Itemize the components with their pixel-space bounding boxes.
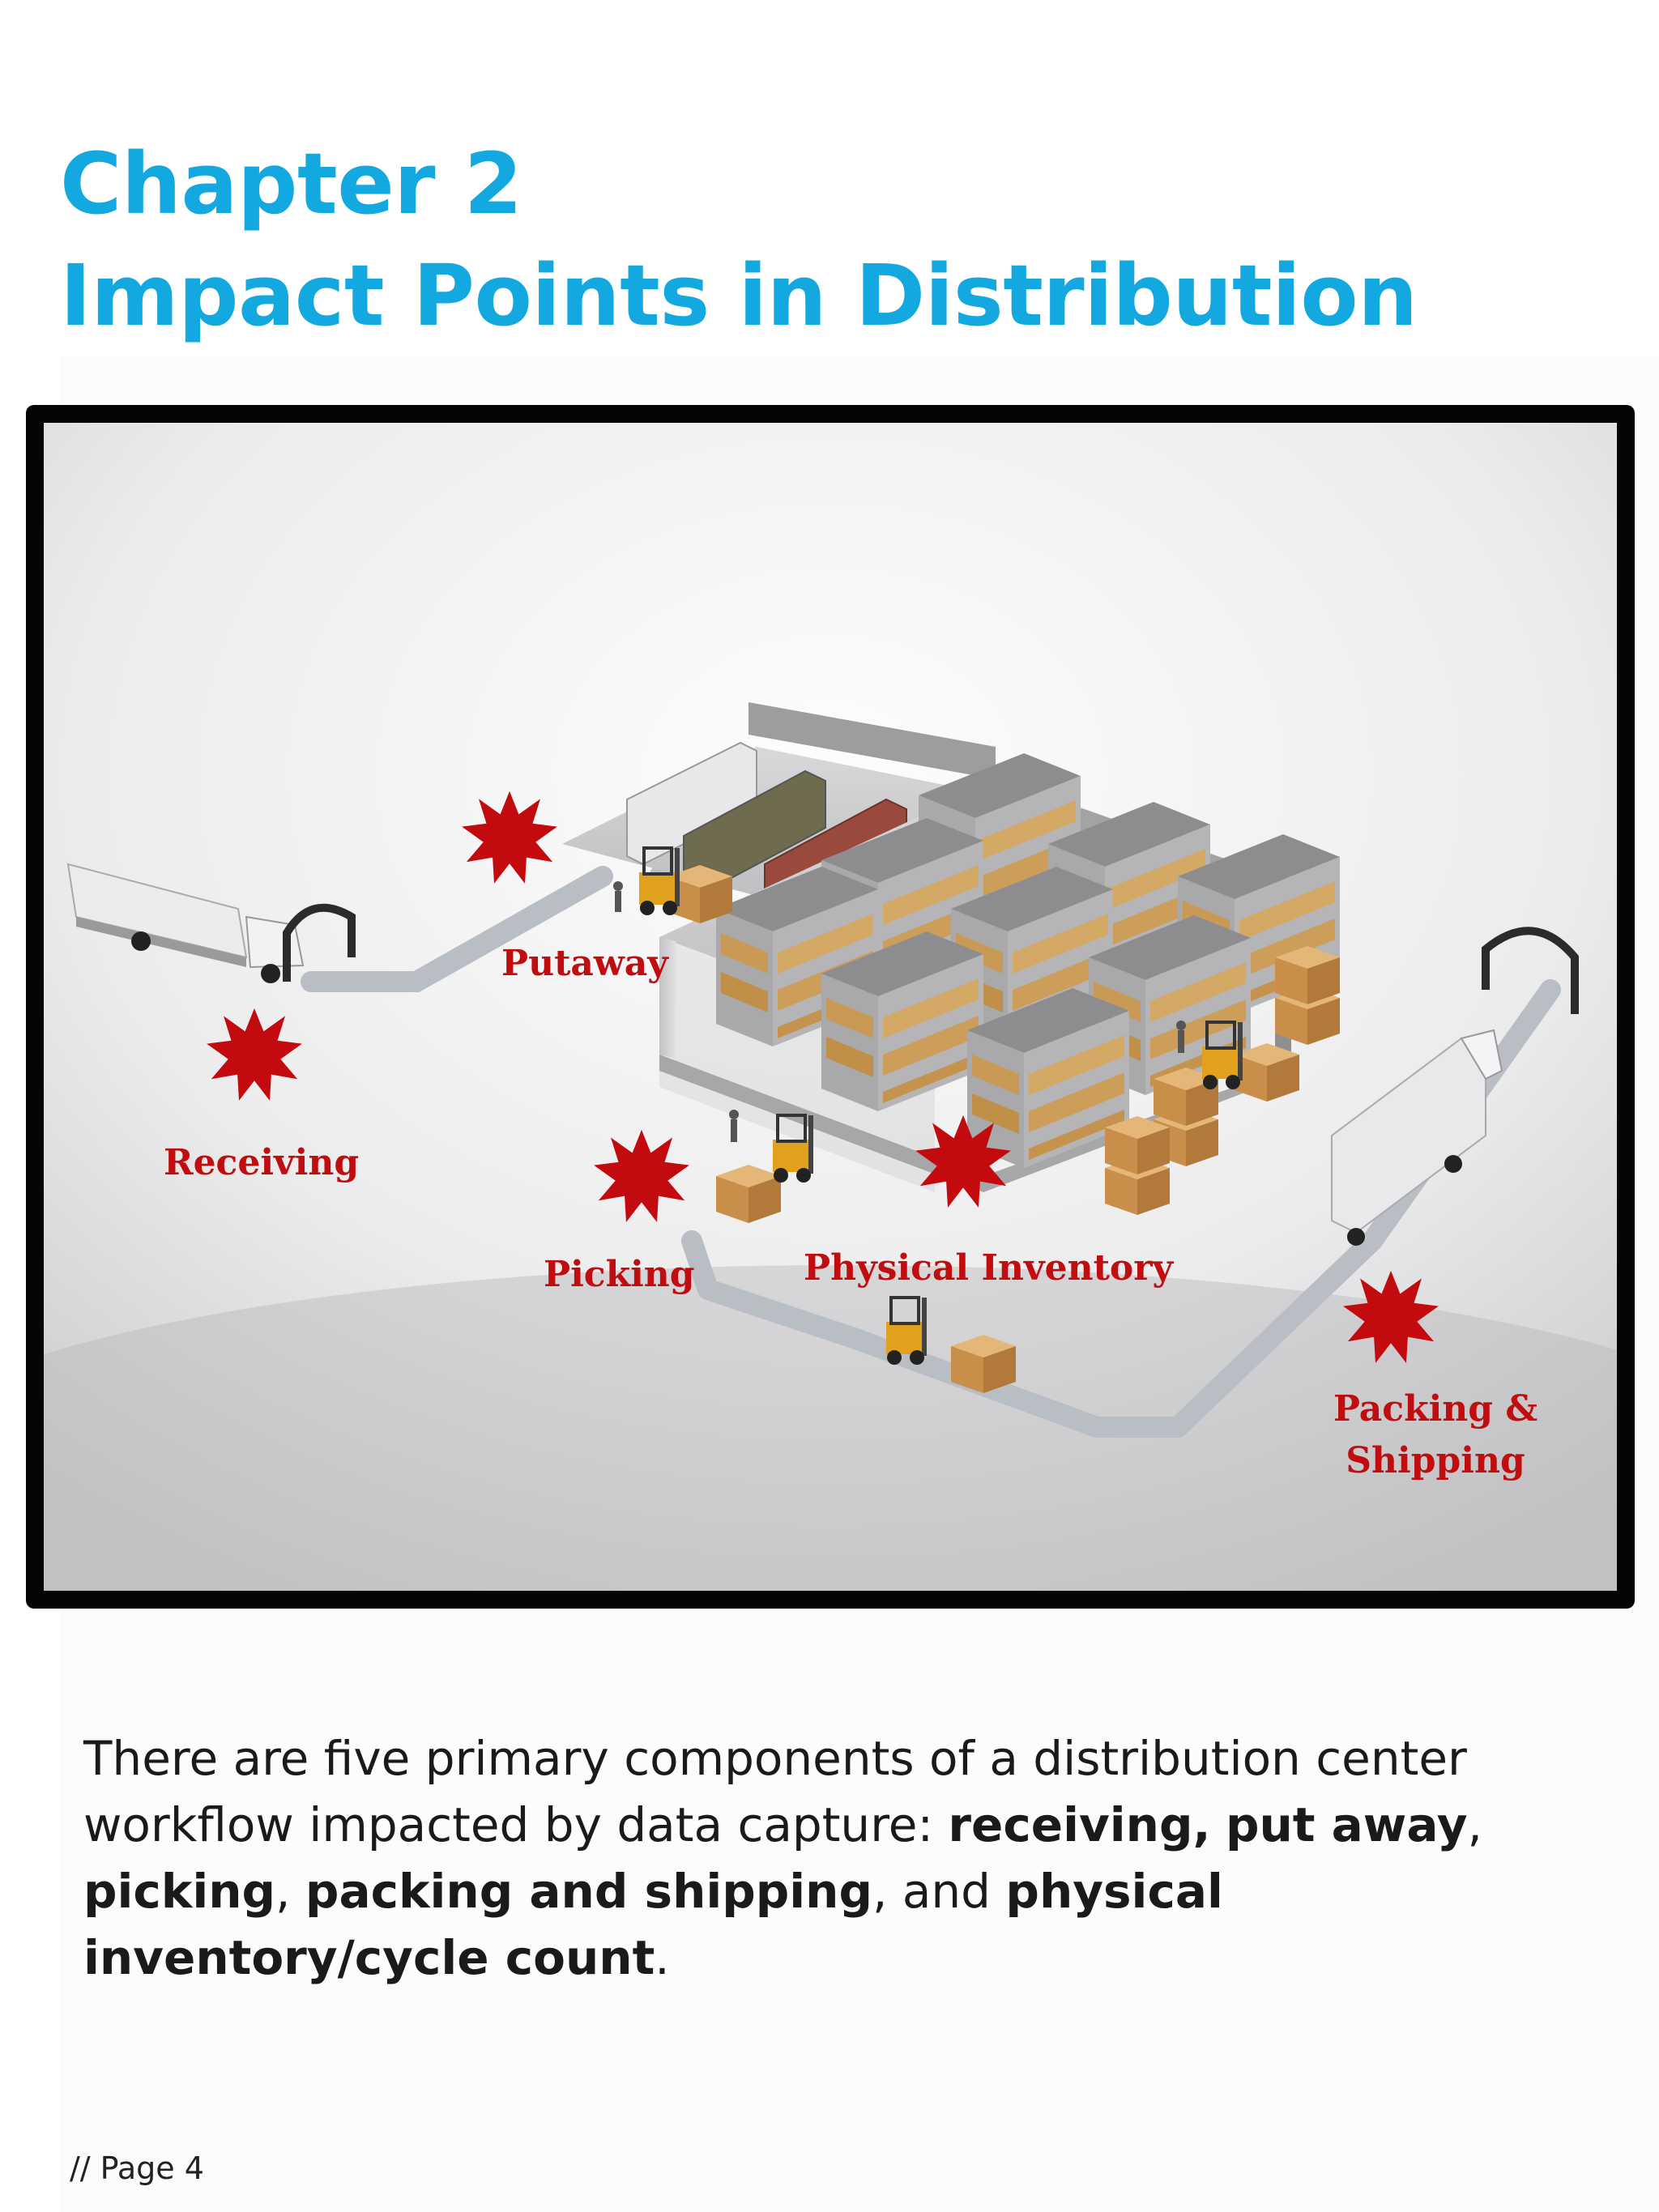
label-picking: Picking — [544, 1254, 695, 1295]
chapter-heading: Impact Points in Distribution — [60, 240, 1418, 352]
term-put-away: put away — [1226, 1797, 1468, 1852]
warehouse-scene: Putaway Receiving Picking Physical Inven… — [44, 423, 1617, 1591]
term-receiving: receiving, — [948, 1797, 1210, 1852]
body-paragraph: There are five primary components of a d… — [83, 1725, 1590, 1991]
page-number: // Page 4 — [70, 2150, 204, 2186]
warehouse-illustration: Putaway Receiving Picking Physical Inven… — [26, 405, 1635, 1609]
label-packing-line2: Shipping — [1346, 1440, 1525, 1481]
label-packing-line1: Packing & — [1333, 1388, 1537, 1430]
label-putaway: Putaway — [501, 943, 669, 984]
term-packing-shipping: packing and shipping — [305, 1864, 872, 1919]
chapter-title: Chapter 2 Impact Points in Distribution — [60, 128, 1418, 352]
chapter-number: Chapter 2 — [60, 128, 1418, 240]
term-picking: picking — [83, 1864, 275, 1919]
label-physical-inventory: Physical Inventory — [804, 1247, 1174, 1289]
label-receiving: Receiving — [164, 1142, 359, 1183]
